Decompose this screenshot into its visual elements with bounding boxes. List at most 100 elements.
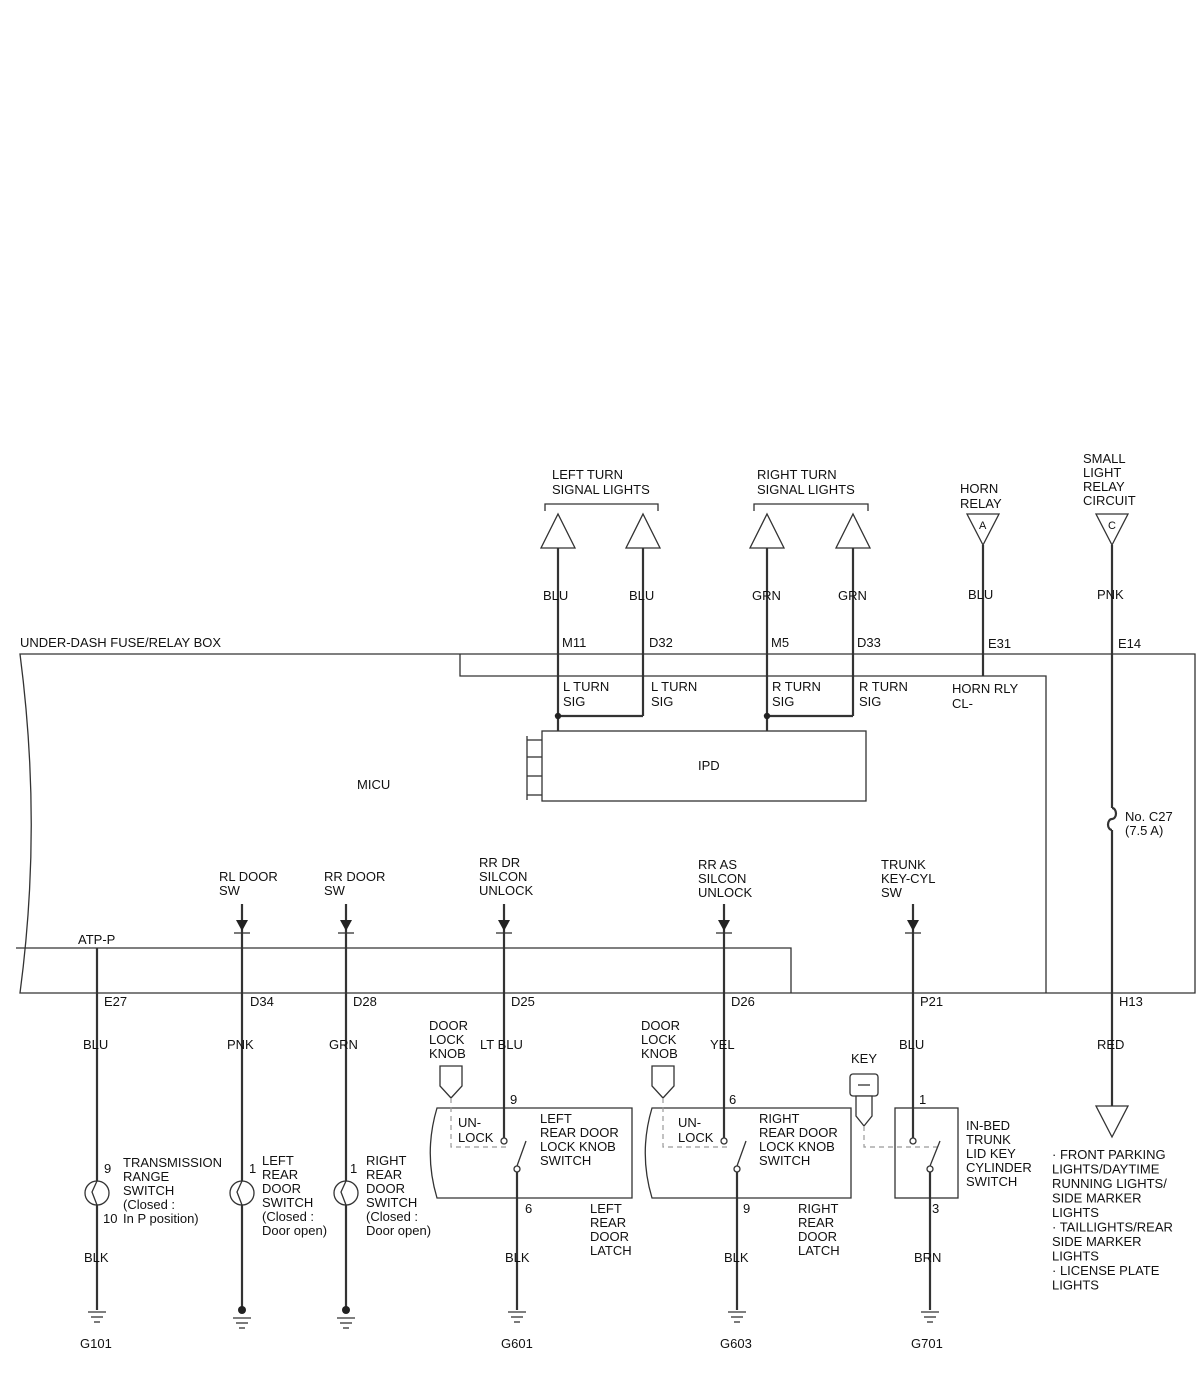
wire-color-e31: BLU [968,587,993,602]
unlock-right-label: UN- LOCK [678,1115,714,1145]
wire-color-e14: PNK [1097,587,1124,602]
trunk-pin-bottom: 3 [932,1201,939,1216]
lights-list-label: · FRONT PARKING LIGHTS/DAYTIME RUNNING L… [1052,1147,1177,1293]
fuse-label: No. C27 (7.5 A) [1125,809,1176,838]
pin-h13: H13 [1119,994,1143,1009]
top-wires [554,545,1118,1106]
rr-dr-silcon-label: RR DR SILCON UNLOCK [479,855,534,898]
ground-wire-d25: BLK [505,1250,530,1265]
horn-relay-ref: A [979,520,987,532]
ground-left-door-switch [233,1306,251,1329]
ground-label-g601: G601 [501,1336,533,1351]
left-latch-pin-bottom: 6 [525,1201,532,1216]
left-latch-pin-top: 9 [510,1092,517,1107]
ground-g601 [508,1311,526,1323]
right-turn-light-symbols [748,512,872,549]
wire-color-m5: GRN [752,588,781,603]
unlock-left-label: UN- LOCK [458,1115,494,1145]
pin-d26: D26 [731,994,755,1009]
horn-relay-connector [965,513,1001,547]
right-latch-pin-bottom: 9 [743,1201,750,1216]
ground-label-g603: G603 [720,1336,752,1351]
pin-d33: D33 [857,635,881,650]
micu-label: MICU [357,777,390,792]
small-light-ref: C [1108,520,1116,532]
pin-d32: D32 [649,635,673,650]
micu-input-arrows [234,920,921,934]
ground-wire-p21: BRN [914,1250,941,1265]
ground-g603 [728,1311,746,1323]
right-rear-door-switch [333,1180,359,1206]
left-rear-door-latch [429,1065,633,1199]
rr-as-silcon-label: RR AS SILCON UNLOCK [698,857,753,900]
ground-wire-d26: BLK [724,1250,749,1265]
trans-pin-top: 9 [104,1161,111,1176]
ground-right-door-switch [337,1306,355,1329]
left-turn-light-symbols [539,512,662,549]
ground-g701 [921,1311,939,1323]
pin-d28: D28 [353,994,377,1009]
trunk-lid-key-cylinder-switch [849,1073,959,1199]
trunk-key-cyl-label: TRUNK KEY-CYL SW [881,857,939,900]
small-light-relay-connector [1094,513,1130,547]
ground-wire-e27: BLK [84,1250,109,1265]
horn-rly-cl-label: HORN RLY CL- [952,681,1022,711]
wire-color-d28: GRN [329,1037,358,1052]
wire-color-p21: BLU [899,1037,924,1052]
lights-symbol [1094,1105,1130,1139]
signal-group-brackets [544,503,869,511]
right-door-pin: 1 [350,1161,357,1176]
bottom-wires [95,904,932,1310]
r-turn-sig-label-2: R TURN SIG [859,679,912,709]
wire-color-d32: BLU [629,588,654,603]
wire-color-d26: YEL [710,1037,735,1052]
left-turn-lights-label: LEFT TURN SIGNAL LIGHTS [552,467,650,497]
transmission-switch-label: TRANSMISSION RANGE SWITCH (Closed : In P… [123,1155,226,1226]
r-turn-sig-label-1: R TURN SIG [772,679,825,709]
right-latch-pin-top: 6 [729,1092,736,1107]
wire-color-d25: LT BLU [480,1037,523,1052]
right-door-switch-label: RIGHT REAR DOOR SWITCH (Closed : Door op… [366,1153,431,1238]
door-lock-knob-right-label: DOOR LOCK KNOB [641,1018,684,1061]
pin-m5: M5 [771,635,789,650]
rl-door-sw-label: RL DOOR SW [219,869,281,898]
wire-color-d34: PNK [227,1037,254,1052]
key-label: KEY [851,1051,877,1066]
atp-p-label: ATP-P [78,932,115,947]
ground-label-g101: G101 [80,1336,112,1351]
right-turn-lights-label: RIGHT TURN SIGNAL LIGHTS [757,467,855,497]
right-knob-switch-label: RIGHT REAR DOOR LOCK KNOB SWITCH [759,1111,841,1168]
ipd-block [526,730,867,802]
trans-pin-bottom: 10 [103,1211,117,1226]
pin-p21: P21 [920,994,943,1009]
horn-relay-label: HORN RELAY [960,481,1002,511]
rr-door-sw-label: RR DOOR SW [324,869,389,898]
trunk-cylinder-switch-label: IN-BED TRUNK LID KEY CYLINDER SWITCH [966,1118,1035,1189]
l-turn-sig-label-2: L TURN SIG [651,679,701,709]
l-turn-sig-label-1: L TURN SIG [563,679,613,709]
right-latch-label: RIGHT REAR DOOR LATCH [798,1201,842,1258]
pin-d25: D25 [511,994,535,1009]
ground-label-g701: G701 [911,1336,943,1351]
left-knob-switch-label: LEFT REAR DOOR LOCK KNOB SWITCH [540,1111,622,1168]
fuse-relay-box [16,653,1196,994]
wire-color-e27: BLU [83,1037,108,1052]
ground-g101 [88,1311,106,1323]
wire-color-d33: GRN [838,588,867,603]
transmission-range-switch [84,1180,110,1206]
pin-e31: E31 [988,636,1011,651]
fuse-box-label: UNDER-DASH FUSE/RELAY BOX [20,635,221,650]
pin-e27: E27 [104,994,127,1009]
left-latch-label: LEFT REAR DOOR LATCH [590,1201,633,1258]
wire-color-m11: BLU [543,588,568,603]
right-rear-door-latch [644,1065,852,1199]
trunk-pin-top: 1 [919,1092,926,1107]
left-door-switch-label: LEFT REAR DOOR SWITCH (Closed : Door ope… [262,1153,327,1238]
pin-d34: D34 [250,994,274,1009]
door-lock-knob-left-label: DOOR LOCK KNOB [429,1018,472,1061]
pin-e14: E14 [1118,636,1141,651]
left-rear-door-switch [229,1180,255,1206]
ipd-label: IPD [698,758,720,773]
wire-color-h13: RED [1097,1037,1124,1052]
